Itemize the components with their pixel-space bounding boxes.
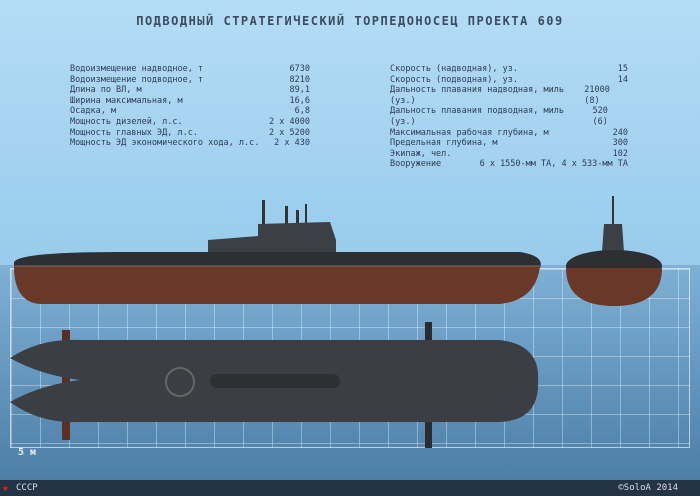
spec-label: Водоизмещение подводное, т xyxy=(70,74,204,85)
red-star-icon: ★ xyxy=(2,481,9,494)
spec-label: Дальность плавания надводная, миль (уз.) xyxy=(390,85,564,106)
spec-value: 2 x 4000 xyxy=(269,116,310,127)
spec-label: Экипаж, чел. xyxy=(390,148,452,159)
scale-label: 5 м xyxy=(18,447,37,458)
spec-row: Предельная глубина, м 300 xyxy=(390,138,628,149)
spec-label: Ширина максимальная, м xyxy=(70,95,183,106)
spec-row: Мощность главных ЭД, л.с. 2 x 5200 xyxy=(70,128,310,139)
spec-label: Дальность плавания подводная, миль (уз.) xyxy=(390,106,564,127)
spec-row: Водоизмещение надводное, т 6730 xyxy=(70,64,310,75)
country-label: СССР xyxy=(16,483,38,493)
spec-value: 16,6 xyxy=(289,95,310,106)
spec-value: 6730 xyxy=(289,64,310,74)
spec-value: 6 x 1550-мм ТА, 4 x 533-мм ТА xyxy=(479,159,628,170)
spec-label: Максимальная рабочая глубина, м xyxy=(390,127,549,138)
spec-value: 6,8 xyxy=(294,106,310,117)
spec-value: 15 xyxy=(617,64,628,74)
spec-row: Вооружение 6 x 1550-мм ТА, 4 x 533-мм ТА xyxy=(390,159,628,170)
spec-value: 14 xyxy=(617,74,628,85)
spec-label: Водоизмещение надводное, т xyxy=(70,64,204,74)
spec-label: Мощность дизелей, л.с. xyxy=(70,116,183,127)
sky-background xyxy=(0,0,700,265)
spec-row: Дальность плавания надводная, миль (уз.)… xyxy=(390,85,628,106)
spec-value: 89,1 xyxy=(289,85,310,96)
spec-value: 240 xyxy=(612,127,628,138)
spec-value: 300 xyxy=(612,138,628,149)
credit-label: ©SoloA 2014 xyxy=(618,483,678,493)
spec-row: Дальность плавания подводная, миль (уз.)… xyxy=(390,106,628,127)
spec-value: 8210 xyxy=(289,74,310,85)
spec-row: Скорость (подводная), уз. 14 xyxy=(390,75,628,86)
spec-value: 520 (6) xyxy=(592,106,608,127)
spec-row: Максимальная рабочая глубина, м 240 xyxy=(390,128,628,139)
spec-row: Осадка, м 6,8 xyxy=(70,106,310,117)
spec-label: Скорость (надводная), уз. xyxy=(390,64,518,74)
spec-value: 21000 (8) xyxy=(584,85,610,106)
footer: ★ СССР ©SoloA 2014 xyxy=(0,480,700,496)
spec-row: Водоизмещение подводное, т 8210 xyxy=(70,75,310,86)
spec-row: Экипаж, чел. 102 xyxy=(390,149,628,160)
spec-label: Скорость (подводная), уз. xyxy=(390,74,518,85)
spec-row: Мощность ЭД экономического хода, л.с. 2 x… xyxy=(70,138,310,149)
spec-label: Длина по ВЛ, м xyxy=(70,85,142,96)
spec-value: 2 x 430 xyxy=(274,138,310,149)
spec-row: Мощность дизелей, л.с. 2 x 4000 xyxy=(70,117,310,128)
spec-label: Вооружение xyxy=(390,159,442,170)
spec-label: Мощность ЭД экономического хода, л.с. xyxy=(70,138,260,149)
spec-row: Длина по ВЛ, м 89,1 xyxy=(70,85,310,96)
front-view xyxy=(566,196,662,306)
page-title: ПОДВОДНЫЙ СТРАТЕГИЧЕСКИЙ ТОРПЕДОНОСЕЦ ПР… xyxy=(136,14,564,28)
spec-value: 102 xyxy=(612,148,628,159)
spec-label: Осадка, м xyxy=(70,106,117,117)
side-view xyxy=(14,200,541,304)
spec-value: 2 x 5200 xyxy=(269,127,310,138)
spec-label: Мощность главных ЭД, л.с. xyxy=(70,127,198,138)
spec-label: Предельная глубина, м xyxy=(390,138,498,149)
top-view xyxy=(10,322,539,448)
spec-row: Ширина максимальная, м 16,6 xyxy=(70,96,310,107)
spec-row: Скорость (надводная), уз. 15 xyxy=(390,64,628,75)
